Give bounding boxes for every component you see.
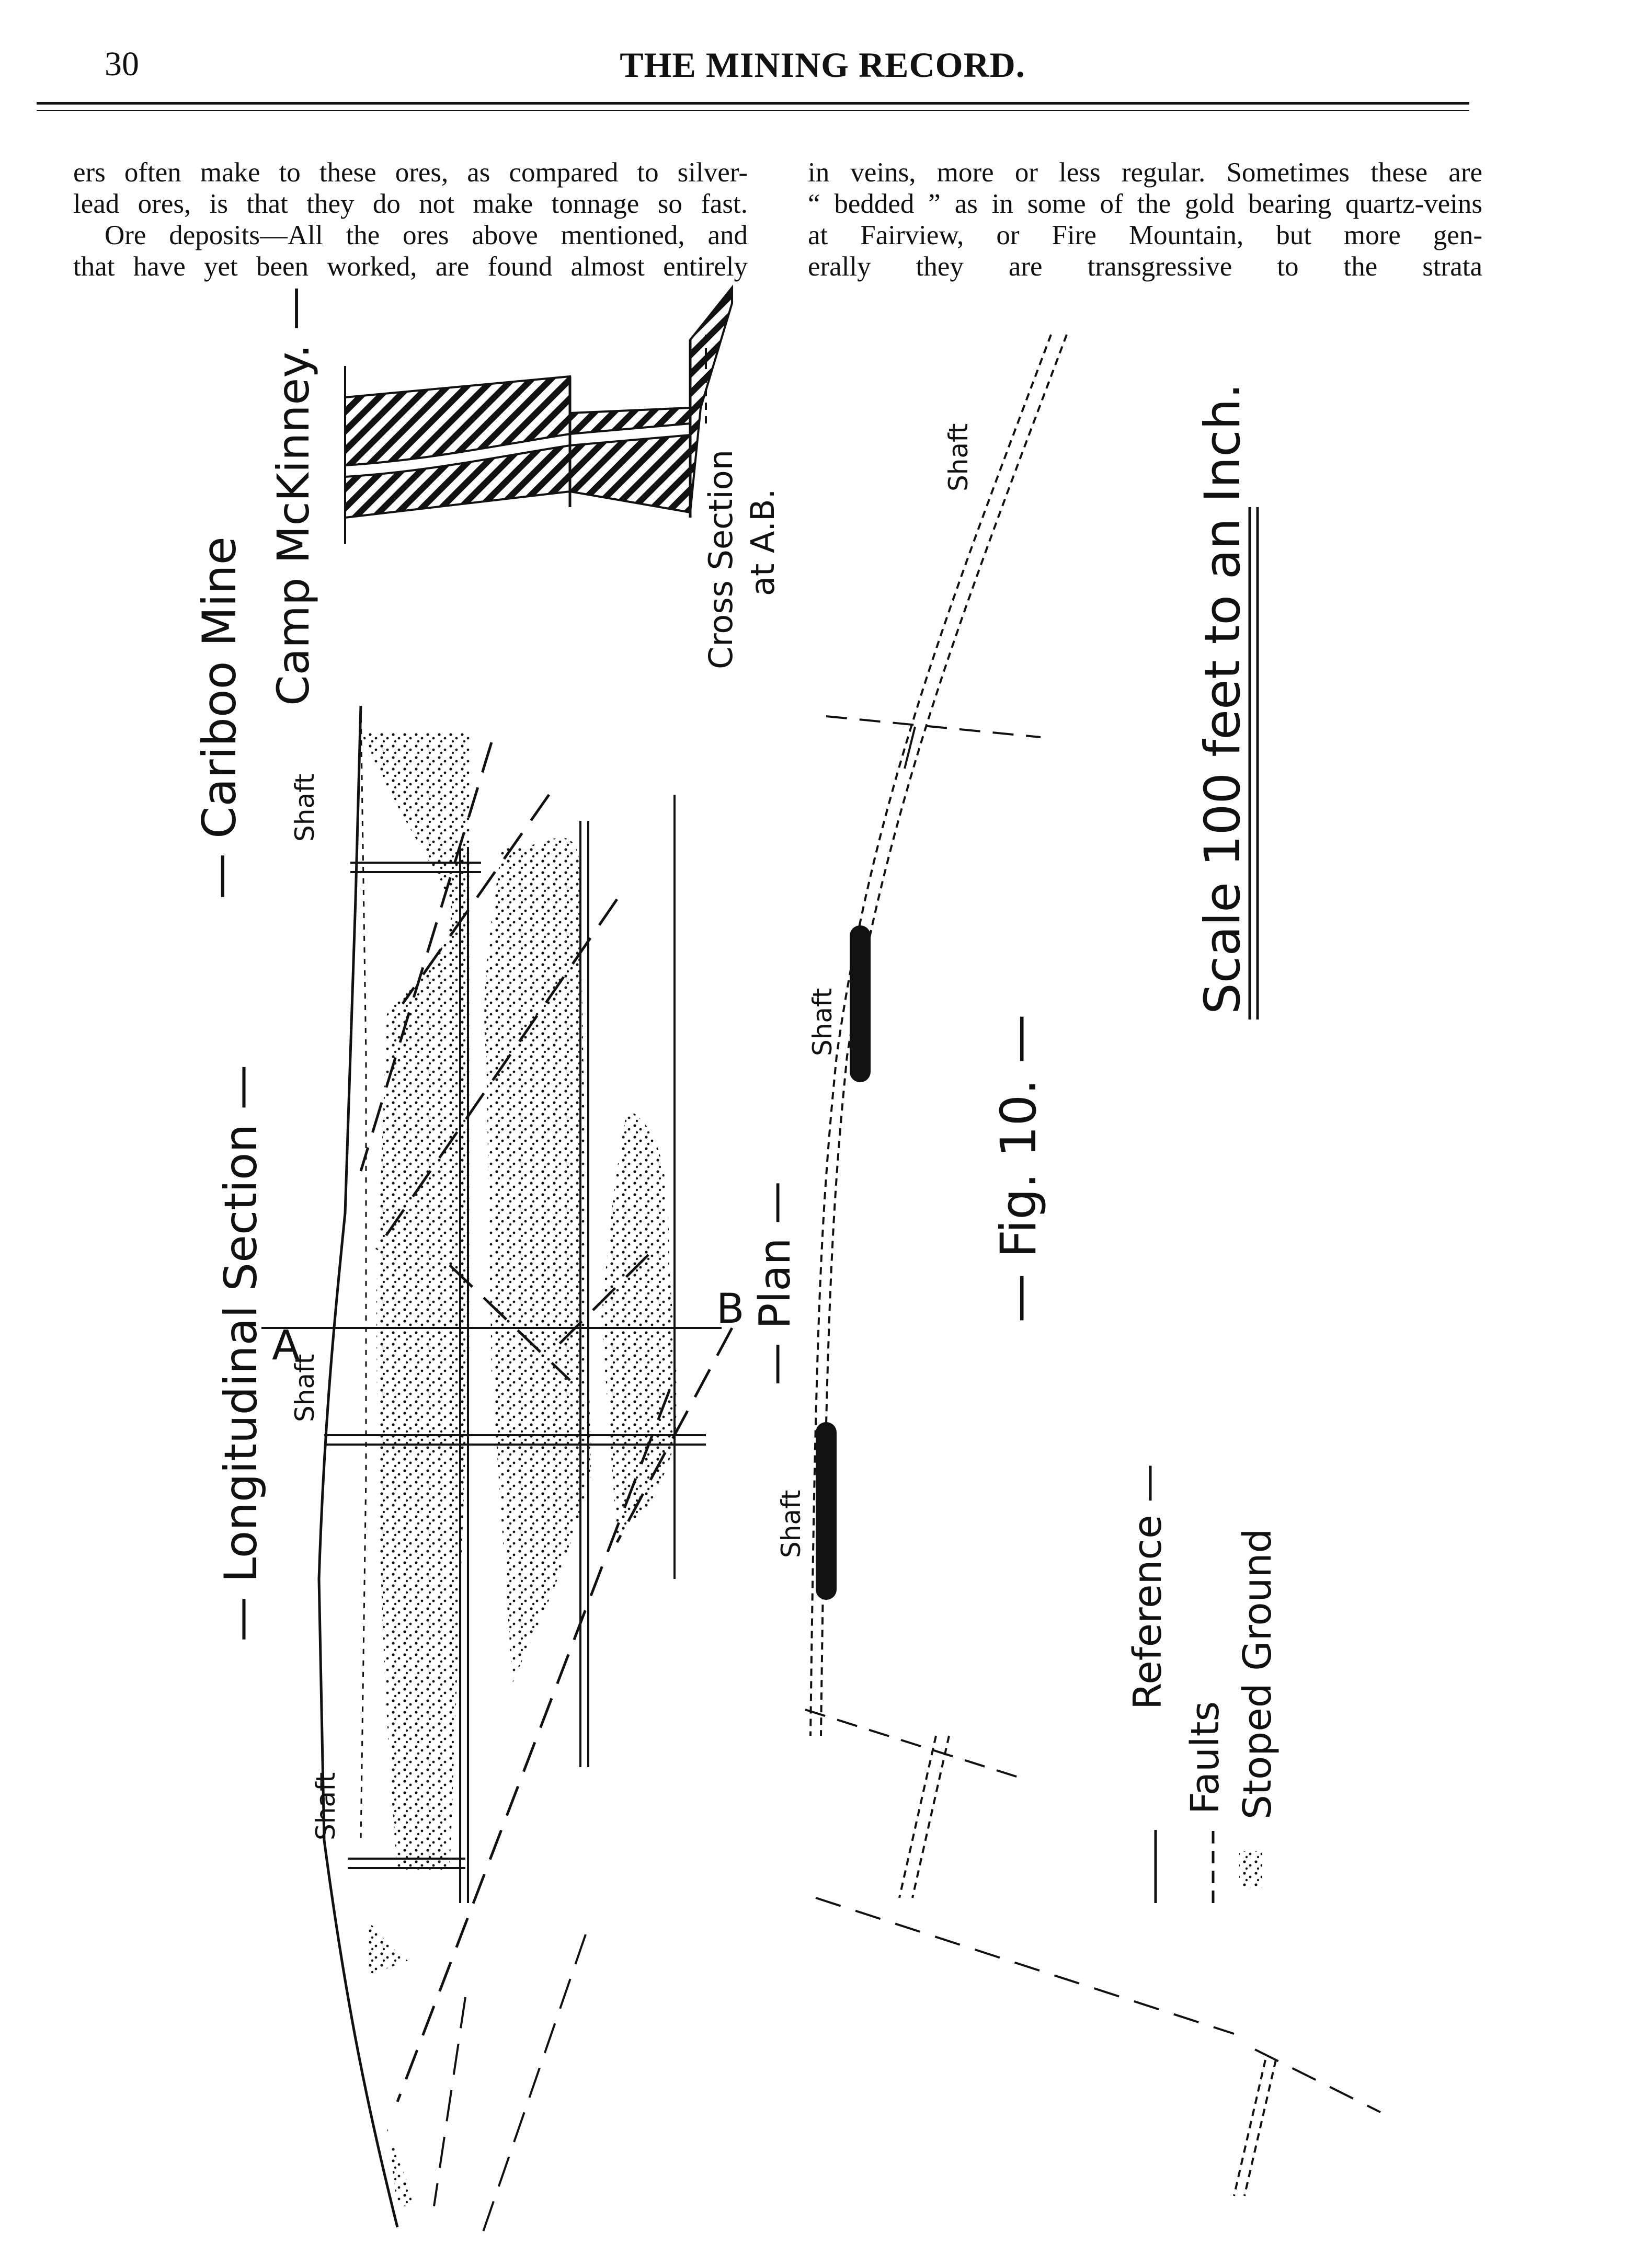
legend-stoped: Stoped Ground [1235, 1529, 1280, 1819]
legend-stoped-symbol [1239, 1851, 1262, 1887]
page-number: 30 [105, 45, 139, 83]
legend: Reference — Faults Stoped Ground [1125, 1464, 1280, 1903]
scale-label: Scale 100 feet to an Inch. [1194, 383, 1251, 1014]
figure-subtitle: Camp McKinney. — [268, 287, 319, 706]
text-line: “ bedded ” as in some of the gold bearin… [808, 189, 1482, 219]
shaft-label: Shaft [807, 988, 838, 1056]
text-line: in veins, more or less regular. Sometime… [808, 157, 1482, 188]
shaft-label: Shaft [290, 774, 320, 842]
header-rule [37, 102, 1469, 105]
plan-drawing [805, 334, 1381, 2196]
header-rule-thin [37, 110, 1469, 111]
longitudinal-section-drawing [261, 705, 734, 2238]
left-column: ers often make to these ores, as compare… [73, 157, 748, 282]
shaft-label: Shaft [943, 423, 974, 491]
fig-label: — Fig. 10. — [990, 1014, 1047, 1323]
legend-heading: Reference — [1125, 1464, 1170, 1710]
figure-cariboo-mine: Cross Section at A.B. — Cariboo Mine Cam… [0, 272, 1645, 2259]
cross-section-label: Cross Section [702, 450, 740, 669]
figure-drawing: Cross Section at A.B. — Cariboo Mine Cam… [192, 284, 1381, 2238]
cross-section-drawing [344, 284, 733, 544]
text-line: that have yet been worked, are found alm… [73, 251, 748, 282]
longitudinal-section-label: — Longitudinal Section — [215, 1065, 267, 1642]
text-line: ers often make to these ores, as compare… [73, 157, 748, 188]
text-line: Ore deposits—All the ores above mentione… [105, 220, 748, 250]
shaft-label: Shaft [311, 1772, 341, 1840]
text-line: erally they are transgressive to the str… [808, 251, 1482, 282]
right-column: in veins, more or less regular. Sometime… [808, 157, 1482, 282]
page-header: 30 THE MINING RECORD. [0, 47, 1645, 105]
point-a-label: A [272, 1322, 300, 1369]
point-b-label: B [716, 1286, 745, 1333]
cross-section-at-label: at A.B. [744, 489, 782, 596]
legend-faults: Faults [1183, 1701, 1228, 1814]
shaft-label: Shaft [290, 1354, 320, 1422]
plan-label: — Plan — [750, 1181, 800, 1385]
shaft-label: Shaft [776, 1490, 806, 1558]
text-line: at Fairview, or Fire Mountain, but more … [808, 220, 1482, 250]
running-title: THE MINING RECORD. [620, 45, 1025, 85]
text-line: lead ores, is that they do not make tonn… [73, 189, 748, 219]
figure-title: — Cariboo Mine [192, 536, 246, 899]
